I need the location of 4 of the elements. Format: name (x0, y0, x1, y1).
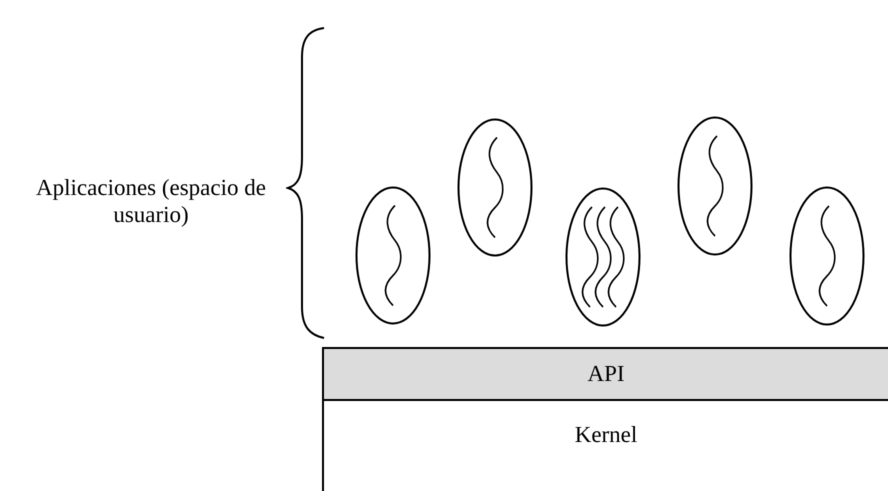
layer-label: Kernel (574, 422, 638, 448)
brace-label: Aplicaciones (espacio de usuario) (35, 174, 267, 228)
layer-label: API (587, 361, 625, 387)
layer-box (322, 347, 888, 401)
